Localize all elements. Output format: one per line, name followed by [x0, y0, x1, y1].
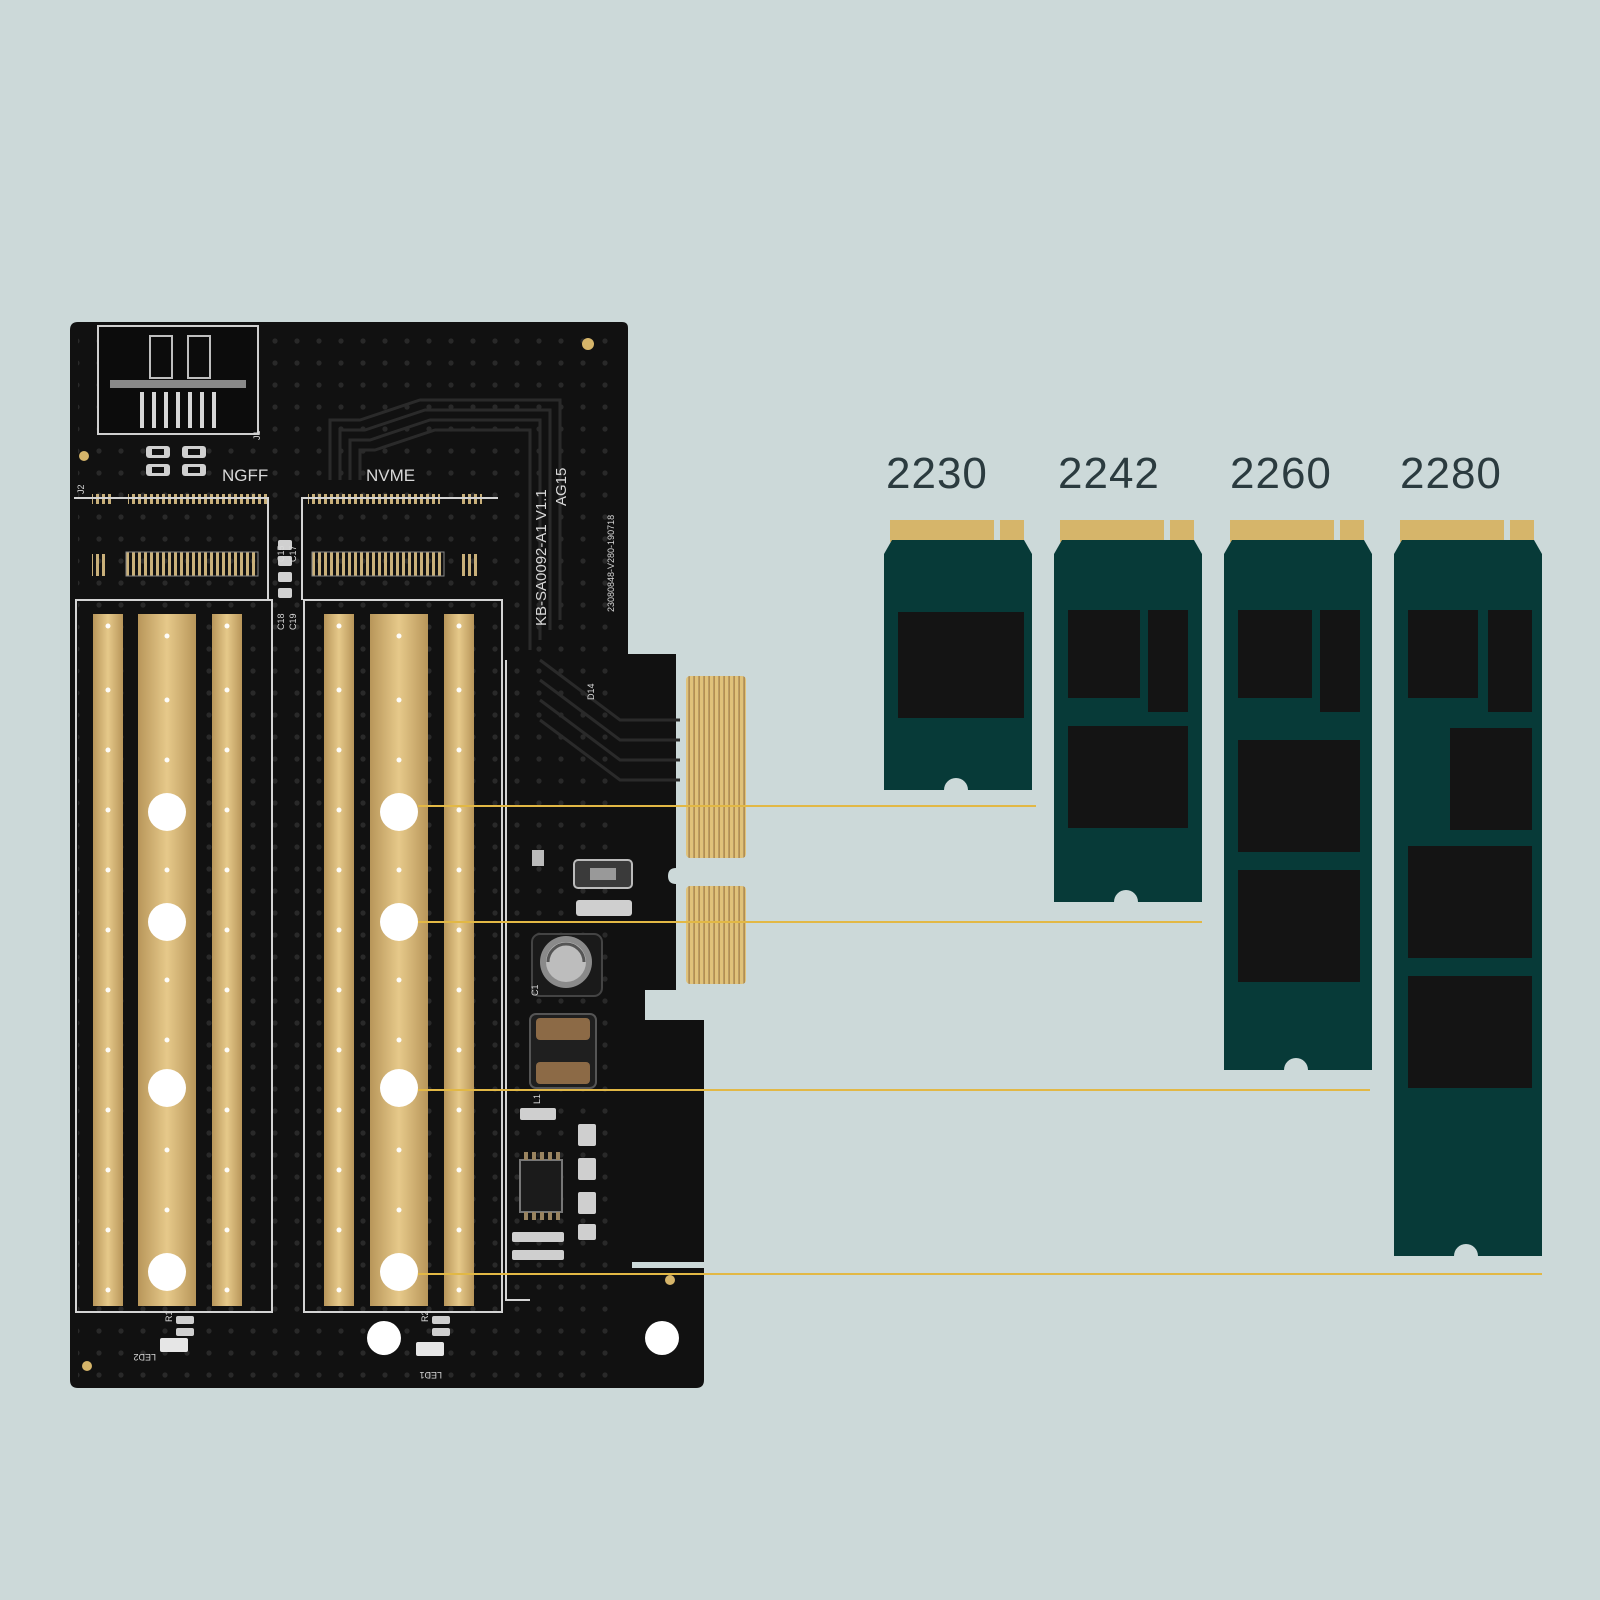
slot-label-nvme: NVME	[366, 466, 415, 485]
ssd-board	[1054, 540, 1202, 902]
ref-label: J2	[76, 484, 86, 494]
ssd-card-2242: 2242	[1054, 449, 1202, 902]
ssd-gold-contacts-key	[1510, 520, 1534, 542]
ref-label: C1	[530, 984, 540, 996]
pcie-adapter-board: NGFF NVME KB-SA0092-A1 V1.1 AG15 2308084…	[70, 322, 746, 1388]
board-model-sub: AG15	[553, 468, 570, 506]
ref-label: L1	[532, 1094, 542, 1104]
ssd-gold-contacts	[890, 520, 994, 542]
ssd-chip	[1320, 610, 1360, 712]
ssd-chip	[1408, 976, 1532, 1088]
pcie-gold-fingers	[686, 676, 746, 984]
standoff-holes	[148, 793, 679, 1355]
ssd-gold-contacts-key	[1000, 520, 1024, 542]
ssd-card-2280: 2280	[1394, 449, 1542, 1256]
ref-label: C15	[276, 545, 286, 562]
board-serial-text: 23080848-V280-190718	[606, 515, 616, 612]
ssd-gold-contacts	[1060, 520, 1164, 542]
leader-lines	[418, 805, 1542, 1275]
ref-label: C19	[288, 613, 298, 630]
ssd-chip	[1408, 610, 1478, 698]
ref-label: C18	[276, 613, 286, 630]
mounting-strips-right	[324, 614, 474, 1306]
capacitor	[531, 933, 603, 997]
ssd-size-cards: 2230 2242 2260 2280	[884, 449, 1542, 1256]
controller-chip	[519, 1152, 563, 1220]
ssd-card-2230: 2230	[884, 449, 1032, 790]
ssd-gold-contacts-key	[1170, 520, 1194, 542]
ssd-size-label: 2260	[1230, 449, 1332, 498]
ssd-chip	[1068, 610, 1140, 698]
mounting-strips-left	[93, 614, 242, 1306]
ssd-chip	[1068, 726, 1188, 828]
slot-label-ngff: NGFF	[222, 466, 268, 485]
ssd-card-2260: 2260	[1224, 449, 1372, 1070]
ssd-chip	[1238, 740, 1360, 852]
ref-label: R2	[420, 1310, 430, 1322]
ssd-size-label: 2280	[1400, 449, 1502, 498]
ssd-size-label: 2230	[886, 449, 988, 498]
ssd-chip	[1450, 728, 1532, 830]
ref-label: C17	[288, 545, 298, 562]
ssd-chip	[1238, 610, 1312, 698]
inductor	[529, 1013, 597, 1089]
ssd-chip	[1488, 610, 1532, 712]
ssd-size-label: 2242	[1058, 449, 1160, 498]
ssd-chip	[898, 612, 1024, 718]
board-model-text: KB-SA0092-A1 V1.1	[533, 489, 550, 626]
power-header	[97, 325, 259, 435]
ref-label: D14	[586, 683, 596, 700]
ref-label: LED2	[133, 1352, 156, 1362]
ssd-chip	[1408, 846, 1532, 958]
ssd-chip	[1148, 610, 1188, 712]
ssd-gold-contacts-key	[1340, 520, 1364, 542]
ssd-gold-contacts	[1230, 520, 1334, 542]
ref-label: J1	[252, 430, 262, 440]
ref-label: R1	[164, 1310, 174, 1322]
ssd-chip	[1238, 870, 1360, 982]
ref-label: LED1	[419, 1370, 442, 1380]
ssd-gold-contacts	[1400, 520, 1504, 542]
